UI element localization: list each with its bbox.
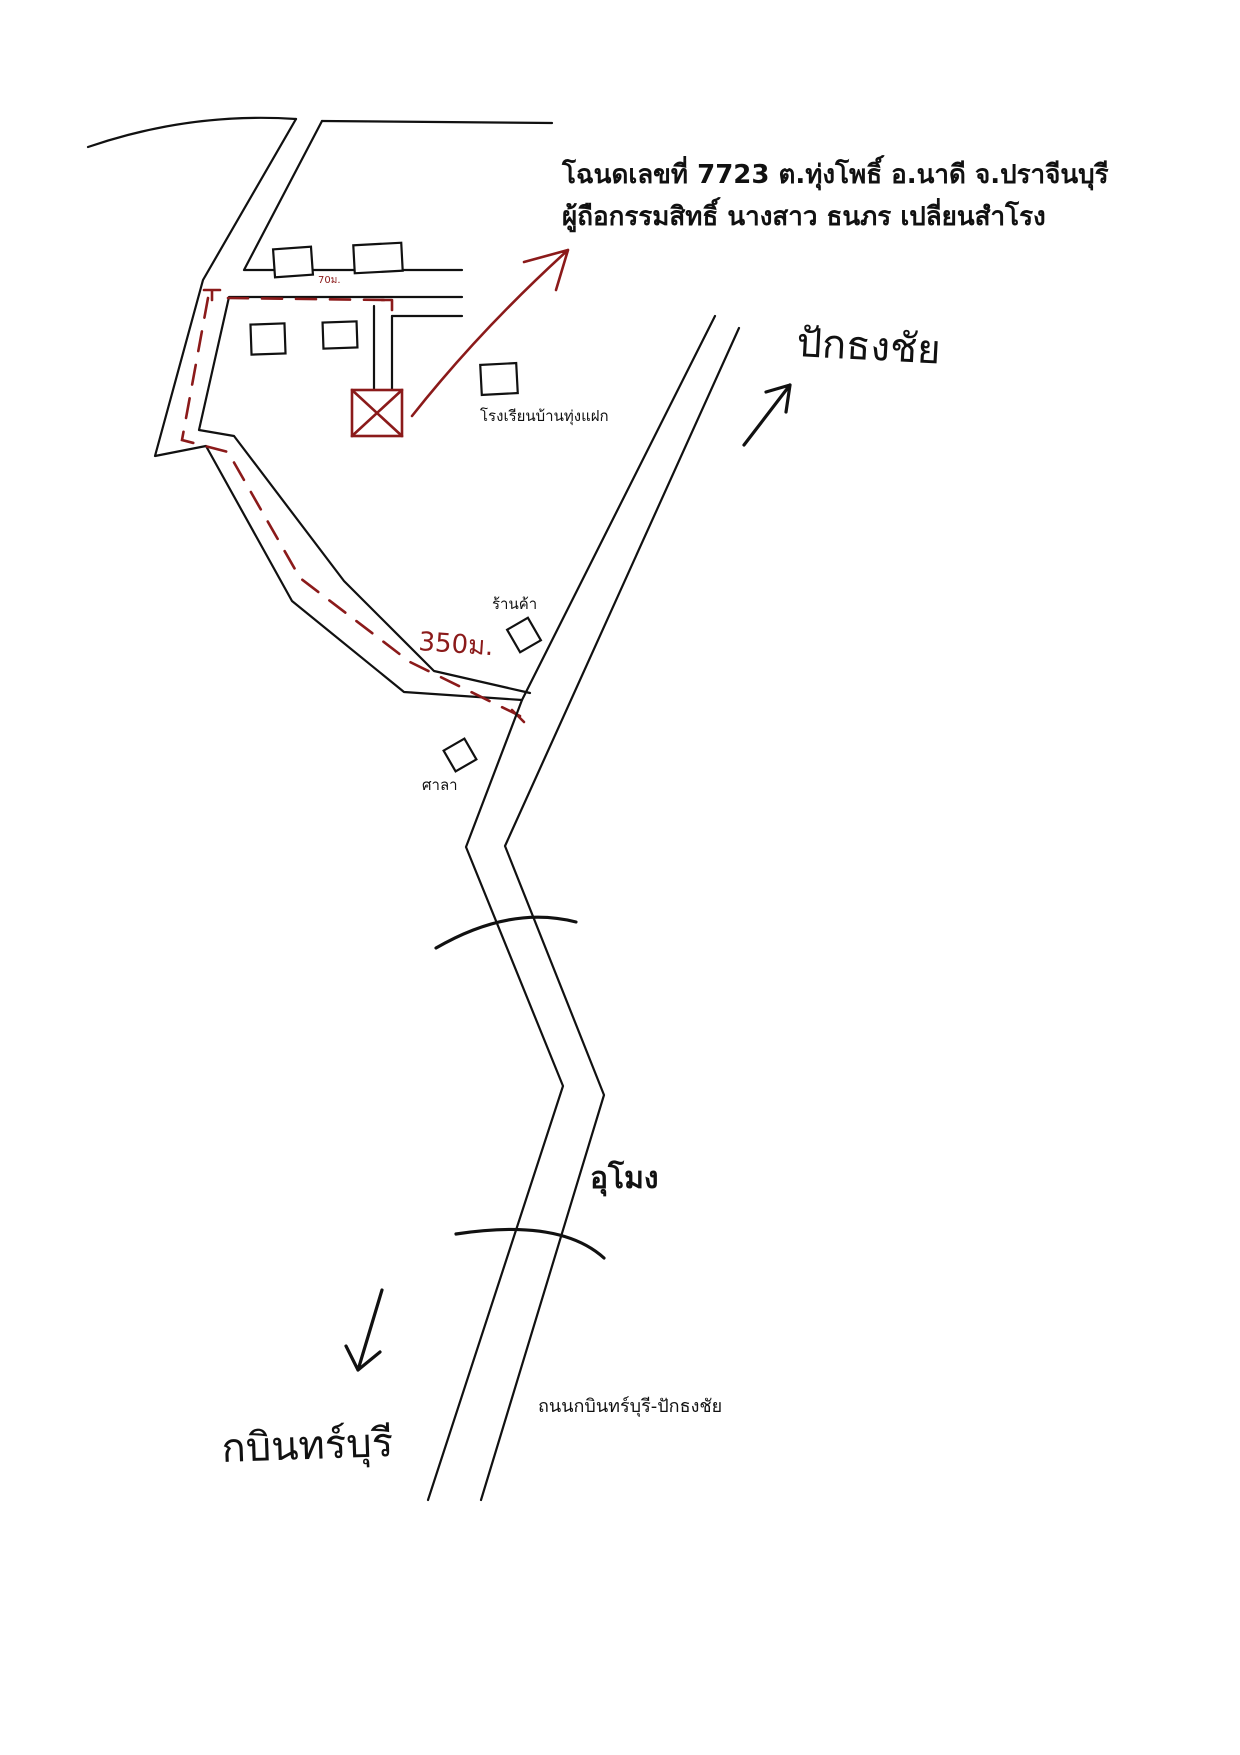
- route-dashed-path-top: [226, 296, 386, 302]
- deed-owner-line2: ผู้ถือกรรมสิทธิ์ นางสาว ธนภร เปลี่ยนสำโร…: [562, 196, 1046, 233]
- top-boundary-line: [320, 119, 554, 125]
- road-name-label: ถนนกบินทร์บุรี-ปักธงชัย: [538, 1396, 722, 1417]
- sala-building: [442, 737, 478, 773]
- house-4: [321, 320, 359, 350]
- house-2: [352, 241, 404, 275]
- shop-label: ร้านค้า: [492, 595, 537, 613]
- distance-70-label: 70ม.: [318, 275, 341, 286]
- deed-title-line1: โฉนดเลขที่ 7723 ต.ทุ่งโพธิ์ อ.นาดี จ.ปรา…: [561, 154, 1109, 191]
- house-1: [271, 245, 315, 279]
- school-building: [479, 361, 519, 397]
- tunnel-mark-top: [434, 915, 578, 950]
- south-destination-label: กบินทร์บุรี: [221, 1420, 394, 1473]
- shop-building: [505, 616, 543, 654]
- top-boundary-curve: [86, 116, 298, 149]
- north-destination-label: ปักธงชัย: [795, 320, 941, 373]
- tunnel-label: อุโมง: [590, 1159, 659, 1197]
- crossed-box-plot-marker-icon: [350, 388, 404, 438]
- distance-350-label: 350ม.: [418, 627, 495, 662]
- village-road-outer: [153, 117, 524, 702]
- route-end-tick: [380, 298, 394, 312]
- main-road-left-line: [426, 314, 717, 1502]
- main-road-right-line: [479, 326, 741, 1502]
- route-dashed-path: [180, 296, 522, 718]
- house-3: [249, 322, 287, 356]
- route-junction-tick: [510, 708, 526, 724]
- plot-to-title-arrow-icon: [410, 248, 570, 418]
- sala-label: ศาลา: [422, 776, 458, 794]
- tunnel-mark-bottom: [454, 1227, 606, 1260]
- school-label: โรงเรียนบ้านทุ่งแฝก: [480, 407, 609, 426]
- route-start-tick: [202, 288, 222, 302]
- north-arrow-icon: [742, 383, 792, 447]
- south-arrow-icon: [344, 1288, 384, 1372]
